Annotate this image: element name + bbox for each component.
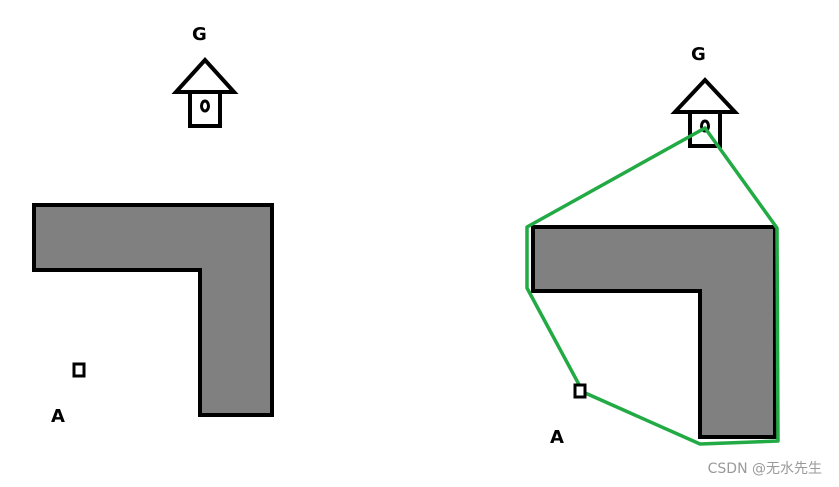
right-goal-house-icon xyxy=(670,77,740,148)
left-l-shaped-obstacle xyxy=(32,203,274,417)
visibility-path-polygon xyxy=(525,126,780,446)
left-goal-label: G xyxy=(192,24,207,45)
right-start-marker xyxy=(573,383,587,399)
right-panel: G A xyxy=(525,44,780,448)
left-start-marker xyxy=(72,362,86,378)
watermark-text: CSDN @无水先生 xyxy=(708,461,822,477)
right-goal-label: G xyxy=(691,44,706,65)
left-panel: G A xyxy=(32,24,274,427)
right-l-shaped-obstacle xyxy=(531,225,777,439)
right-start-label: A xyxy=(550,427,564,448)
left-start-label: A xyxy=(51,406,65,427)
left-goal-house-icon xyxy=(171,57,239,128)
